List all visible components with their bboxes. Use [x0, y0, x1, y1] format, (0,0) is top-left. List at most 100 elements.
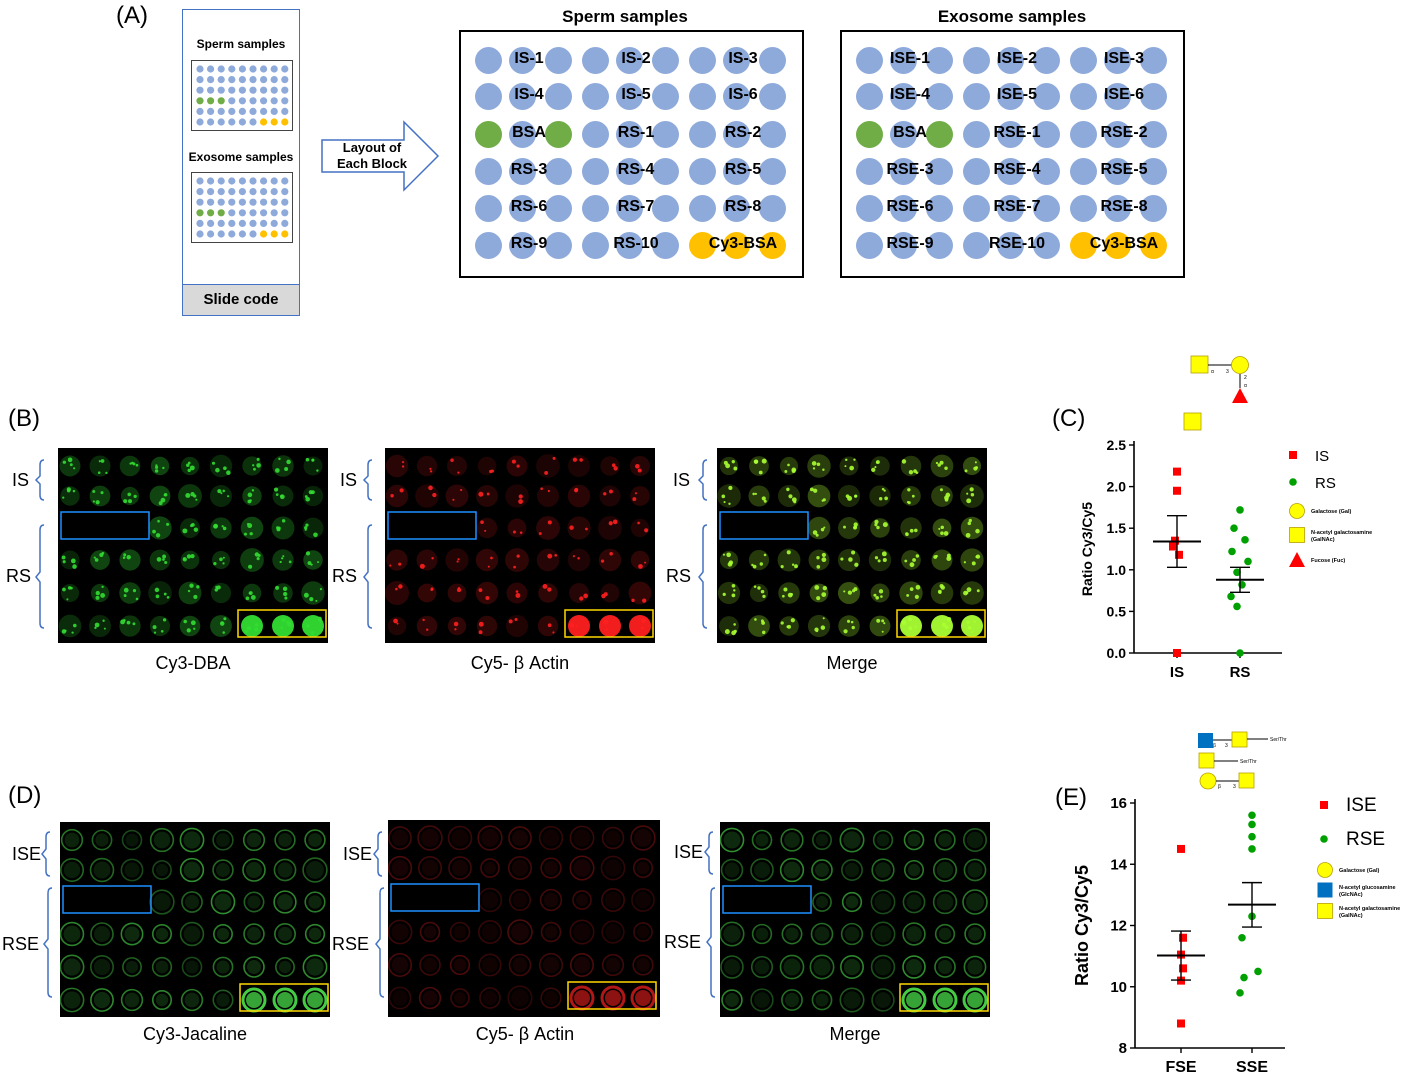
- spot-label: ISE-1: [889, 50, 930, 67]
- spot: [961, 615, 983, 637]
- glycan-galnac: [1238, 772, 1255, 789]
- spot-dot: [509, 47, 536, 74]
- spot-fill: [216, 863, 230, 877]
- spot-speck: [158, 501, 163, 506]
- glycan-galnac: [1190, 355, 1209, 374]
- image-merge-d: [719, 822, 990, 1017]
- spot-cell: RS-5: [689, 158, 797, 186]
- spot: [447, 583, 467, 603]
- spot-fill: [544, 861, 558, 875]
- spot-speck: [430, 588, 434, 591]
- mini-dot: [281, 177, 289, 185]
- spot-speck: [478, 621, 484, 627]
- spot-fill: [815, 993, 829, 1007]
- spot-speck: [273, 487, 279, 492]
- spot: [811, 859, 833, 881]
- spot: [572, 890, 592, 910]
- spot-dot: [616, 195, 643, 222]
- caption-b3: Merge: [826, 653, 878, 673]
- spot-speck: [905, 532, 908, 535]
- spot-speck: [787, 463, 790, 467]
- spot-speck: [514, 617, 518, 622]
- spot: [869, 485, 891, 507]
- spot: [478, 920, 502, 944]
- spot: [536, 548, 560, 572]
- mini-dot: [228, 65, 236, 73]
- spot-speck: [966, 587, 972, 593]
- spot-speck: [547, 520, 552, 525]
- spot: [567, 548, 591, 572]
- spot-speck: [937, 463, 941, 467]
- spot: [781, 923, 803, 945]
- x-tick-label: FSE: [1165, 1059, 1196, 1076]
- mini-dot: [207, 219, 215, 227]
- spot-speck: [851, 550, 856, 555]
- spot-speck: [547, 553, 553, 559]
- spot-speck: [547, 587, 552, 592]
- spot-fill: [907, 833, 921, 847]
- spot: [568, 615, 590, 637]
- spot-fill: [605, 924, 621, 940]
- spot-speck: [133, 494, 137, 498]
- mini-dot: [196, 107, 204, 115]
- spot: [149, 889, 175, 915]
- mini-dot: [249, 198, 257, 206]
- mini-dot: [238, 118, 246, 126]
- spot-speck: [454, 628, 457, 631]
- mini-dot: [196, 188, 204, 196]
- spot-fill: [63, 958, 81, 976]
- mini-dot: [207, 86, 215, 94]
- spot-speck: [874, 519, 879, 524]
- spot-dot: [963, 83, 990, 110]
- spot-fill: [876, 833, 890, 847]
- spot: [629, 455, 651, 477]
- spot: [903, 829, 925, 851]
- glycan-text: 2: [1244, 375, 1247, 381]
- spot-speck: [603, 619, 609, 625]
- spot-speck: [883, 622, 886, 625]
- spot: [60, 583, 80, 603]
- spot-speck: [286, 459, 291, 465]
- spot-dot: [890, 195, 917, 222]
- spot-dot: [890, 47, 917, 74]
- spot-dot: [689, 121, 716, 148]
- spot-speck: [62, 560, 66, 564]
- spot-fill: [968, 927, 982, 941]
- data-point: [1248, 820, 1256, 829]
- spot-speck: [760, 589, 765, 594]
- spot-cell: RS-7: [582, 195, 690, 223]
- spot-speck: [822, 617, 825, 620]
- spot: [719, 921, 745, 947]
- spot-speck: [822, 468, 825, 471]
- spot-fill: [784, 992, 800, 1008]
- spot-speck: [538, 532, 542, 536]
- y-tick-label: 1.5: [1107, 520, 1127, 536]
- group-label-rs-2: RS: [332, 566, 358, 586]
- spot-speck: [98, 460, 101, 463]
- spot-fill: [216, 927, 230, 941]
- spot: [149, 485, 171, 507]
- mini-dot: [196, 97, 204, 105]
- spot-speck: [966, 492, 969, 495]
- spot-speck: [72, 623, 77, 628]
- spot: [385, 581, 409, 605]
- legend-label: (GalNAc): [1311, 537, 1335, 543]
- spot-speck: [914, 594, 919, 599]
- spot-speck: [579, 458, 583, 462]
- mini-dot: [260, 219, 268, 227]
- spot-fill: [636, 925, 650, 939]
- spot-fill: [511, 829, 529, 847]
- spot: [91, 829, 113, 851]
- spot-speck: [123, 587, 129, 593]
- spot-speck: [193, 594, 198, 599]
- spot: [960, 548, 984, 572]
- image-cy3-jacaline-spots: [59, 827, 329, 1013]
- spot: [507, 985, 533, 1011]
- mini-dot: [217, 209, 225, 217]
- spot-speck: [906, 593, 910, 597]
- spot-speck: [786, 487, 790, 492]
- spot: [903, 859, 925, 881]
- spot-speck: [282, 586, 288, 592]
- spot: [387, 616, 407, 636]
- spot: [386, 549, 408, 571]
